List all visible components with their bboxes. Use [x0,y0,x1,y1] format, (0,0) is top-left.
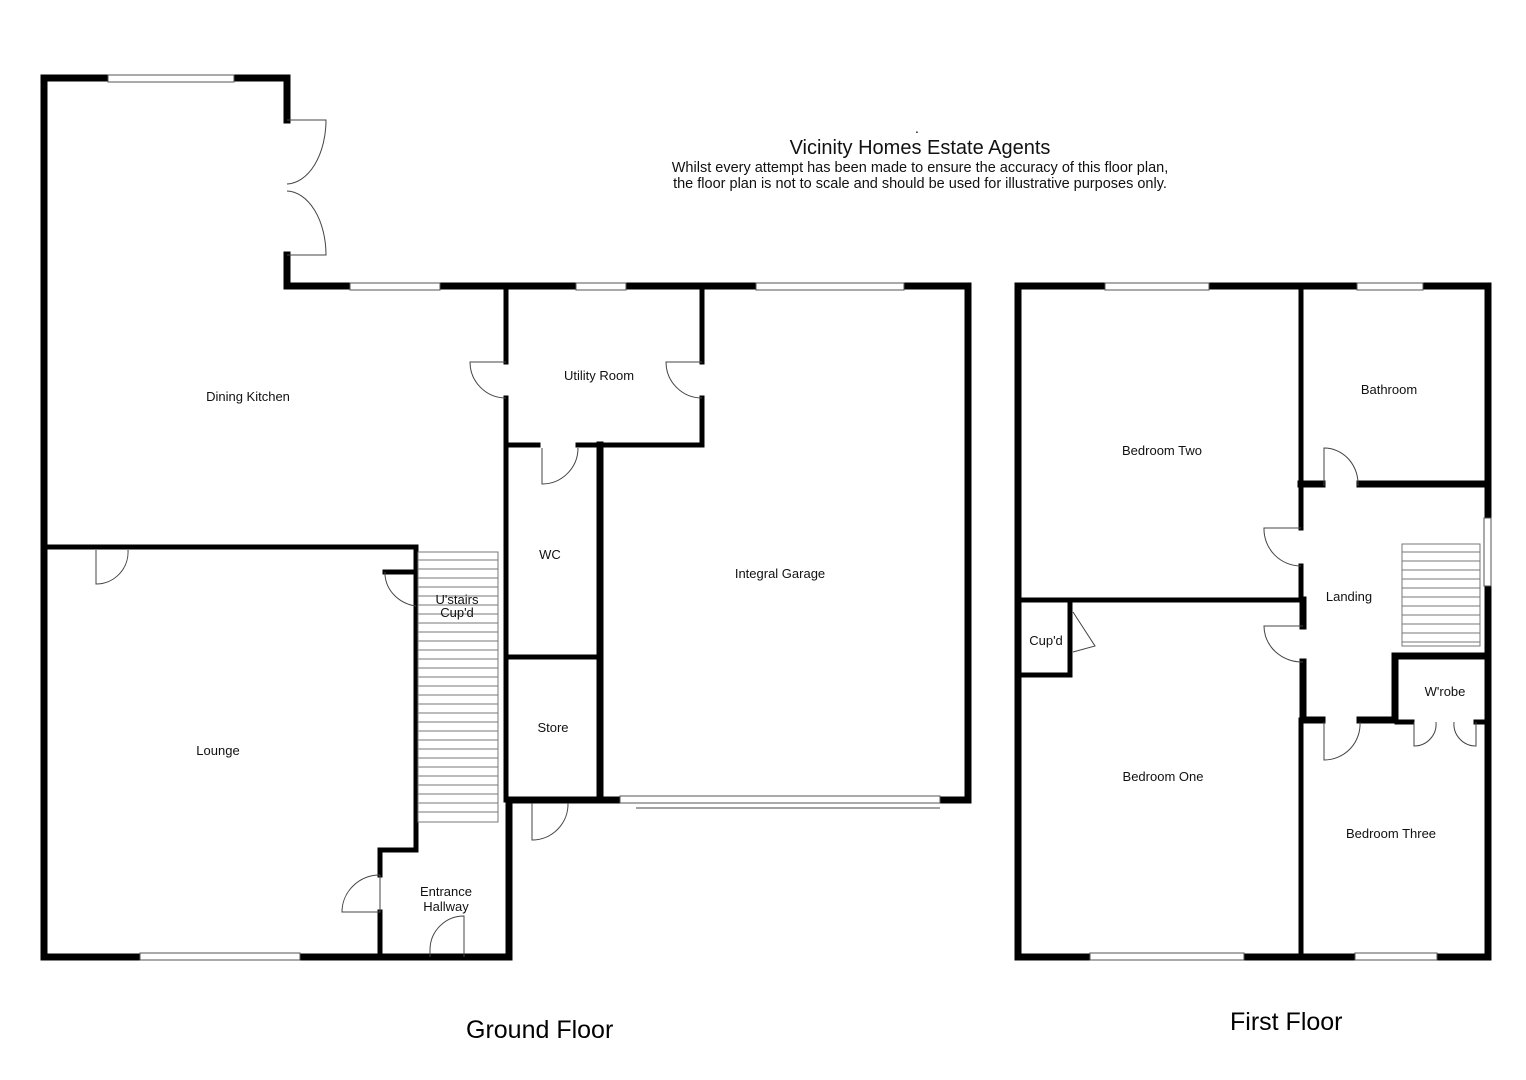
door-bathroom [1323,447,1359,487]
label-bathroom: Bathroom [1361,382,1417,397]
window-kitchen-top [107,74,235,83]
ground-floor-title: Ground Floor [466,1016,614,1044]
first-floor-plan [1014,282,1492,961]
door-hallway-lounge [341,874,381,913]
window-bed3 [1354,952,1438,961]
label-cupboard: Cup'd [1029,633,1063,648]
label-ustairs-line1: U'stairs [436,592,479,607]
door-wc [541,447,579,485]
window-landing [1483,517,1492,587]
label-ustairs-line2: Cup'd [440,605,474,620]
disclaimer-line-1: Whilst every attempt has been made to en… [671,160,1169,176]
header-dot: . [915,120,919,136]
label-lounge: Lounge [196,743,239,758]
window-lounge [139,952,301,961]
wall-cupboard [1017,599,1073,678]
wall-utility-right [597,285,705,448]
label-wardrobe: W'robe [1425,684,1466,699]
first-outer-wall [1014,282,1492,961]
door-dining-lounge [95,549,129,585]
door-wrobe [1413,721,1477,747]
window-utility [575,282,627,291]
ground-floor-plan [40,74,972,961]
label-entrance-line1: Entrance [420,884,472,899]
wall-lounge-hallway [377,544,419,960]
disclaimer-line-2: the floor plan is not to scale and shoul… [673,176,1167,192]
label-utility-room: Utility Room [564,368,634,383]
front-door [429,915,465,957]
label-bedroom-three: Bedroom Three [1346,826,1436,841]
door-kitchen-utility [469,361,507,399]
first-floor-title: First Floor [1230,1008,1343,1036]
label-store: Store [537,720,568,735]
wall-landing-bottom [1299,652,1492,724]
label-dining-kitchen: Dining Kitchen [206,389,290,404]
window-garage-top [755,282,905,291]
window-kitchen-right [349,282,441,291]
label-wc: WC [539,547,561,562]
door-bed1 [1263,625,1304,663]
label-landing: Landing [1326,589,1372,604]
door-bed2 [1263,527,1302,567]
french-door-kitchen [286,119,327,256]
label-bedroom-two: Bedroom Two [1122,443,1202,458]
door-cupboard [1072,611,1096,653]
window-bathroom [1356,282,1424,291]
window-bed2 [1104,282,1210,291]
garage-door [619,795,941,804]
label-integral-garage: Integral Garage [735,566,825,581]
label-entrance-line2: Hallway [423,899,469,914]
door-bed3 [1323,721,1361,761]
door-store [531,802,569,841]
agency-name: Vicinity Homes Estate Agents [789,137,1051,159]
door-stair-cupboard [384,572,417,607]
first-staircase [1401,543,1481,647]
window-bed1 [1089,952,1245,961]
label-bedroom-one: Bedroom One [1123,769,1204,784]
door-utility-garage [665,361,703,399]
ground-staircase [417,551,499,823]
